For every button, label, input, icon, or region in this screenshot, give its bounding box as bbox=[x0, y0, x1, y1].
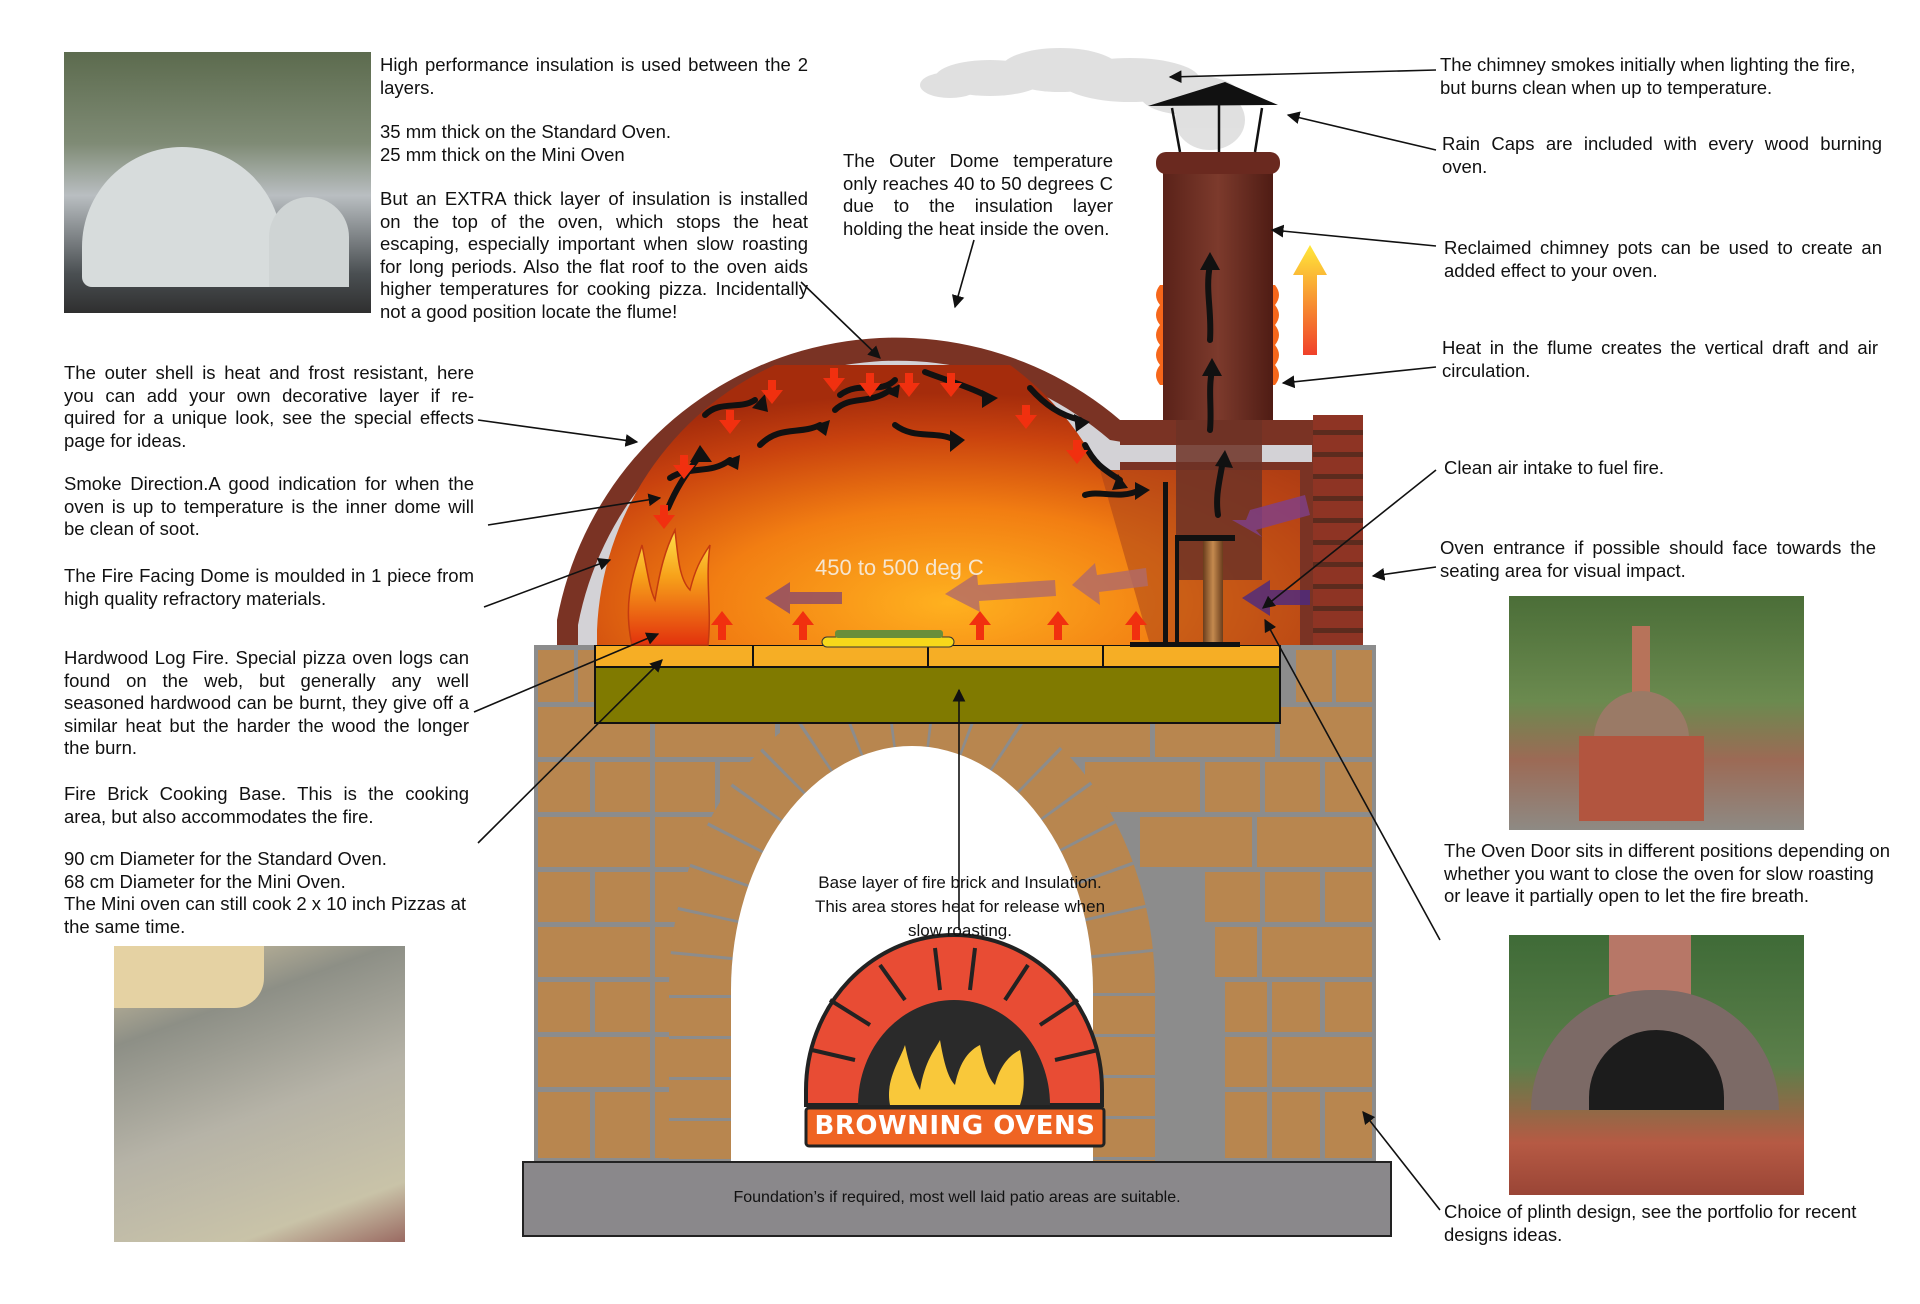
pizza bbox=[821, 630, 955, 648]
log-fire-note: Hardwood Log Fire. Special pizza oven lo… bbox=[64, 647, 469, 758]
diameter-mini: 68 cm Diameter for the Mini Oven. bbox=[64, 870, 346, 892]
insulation-mini: 25 mm thick on the Mini Oven bbox=[380, 143, 625, 165]
mini-pizza-capacity: The Mini oven can still cook 2 x 10 inch… bbox=[64, 893, 467, 937]
heat-rising-arrow bbox=[1293, 245, 1327, 355]
fire-dome-note: The Fire Facing Dome is moulded in 1 pie… bbox=[64, 565, 474, 609]
diameter-standard: 90 cm Diameter for the Standard Oven. bbox=[64, 848, 387, 869]
oven-floor-photo bbox=[114, 946, 405, 1242]
oven-temperature-label: 450 to 500 deg C bbox=[815, 555, 984, 580]
base-layer-note: Base layer of fire brick and Insulation.… bbox=[814, 873, 1106, 940]
oven-door-photo bbox=[1509, 935, 1804, 1195]
rain-caps-note: Rain Caps are included with every wood b… bbox=[1442, 133, 1882, 177]
base-insulation-layer bbox=[594, 666, 1281, 724]
insulated-dome-photo bbox=[64, 52, 371, 313]
browning-ovens-logo bbox=[804, 933, 1106, 1148]
insulation-note: High performance insulation is used betw… bbox=[380, 54, 808, 323]
foundation-slab bbox=[522, 1161, 1392, 1237]
chimney-pots-note: Reclaimed chimney pots can be used to cr… bbox=[1444, 237, 1882, 281]
pointer-lines bbox=[473, 69, 1441, 1211]
flume-heat-note: Heat in the flume creates the vertical d… bbox=[1442, 337, 1878, 381]
insulation-note-p1: High performance insulation is used betw… bbox=[380, 54, 808, 98]
chimney-smoke-note: The chimney smokes initially when lighti… bbox=[1440, 54, 1856, 98]
chimney-flume bbox=[1148, 82, 1280, 580]
rain-cap bbox=[1170, 100, 1264, 153]
air-intake-note: Clean air intake to fuel fire. bbox=[1444, 457, 1665, 478]
foundation-note: Foundation’s if required, most well laid… bbox=[733, 1189, 1181, 1206]
oven-door bbox=[1130, 482, 1240, 647]
logo-text: BROWNING OVENS bbox=[814, 1111, 1096, 1141]
fire-brick-cooking-base bbox=[594, 644, 1281, 668]
upward-heat-arrows bbox=[711, 611, 1147, 640]
insulation-standard: 35 mm thick on the Standard Oven. bbox=[380, 121, 672, 142]
diameter-note: 90 cm Diameter for the Standard Oven. 68… bbox=[64, 848, 474, 938]
radiant-heat-arrows bbox=[653, 368, 1088, 529]
smoke-direction-note: Smoke Direction.A good indication for wh… bbox=[64, 473, 474, 539]
outer-dome-note: The Outer Dome temperature only reaches … bbox=[843, 150, 1113, 239]
cooking-base-note: Fire Brick Cooking Base. This is the coo… bbox=[64, 783, 469, 827]
entrance-note: Oven entrance if possible should face to… bbox=[1440, 537, 1876, 581]
outer-shell-note: The outer shell is heat and frost resist… bbox=[64, 362, 474, 451]
entrance-brick-column bbox=[1313, 415, 1363, 645]
oven-door-note: The Oven Door sits in different position… bbox=[1444, 840, 1890, 906]
log-fire bbox=[627, 527, 711, 646]
insulation-note-p3: But an EXTRA thick layer of insulation i… bbox=[380, 188, 808, 322]
rain-cap-top bbox=[1148, 82, 1278, 106]
plinth-note: Choice of plinth design, see the portfol… bbox=[1444, 1201, 1857, 1245]
garden-oven-photo bbox=[1509, 596, 1804, 830]
